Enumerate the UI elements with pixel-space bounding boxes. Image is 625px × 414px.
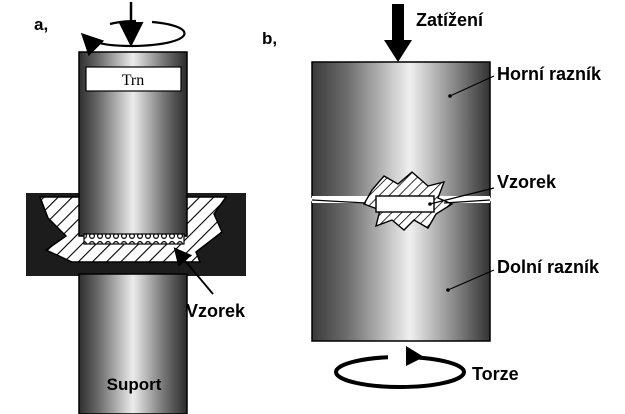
load-label: Zatížení <box>416 10 484 30</box>
sample-b-core <box>375 195 435 213</box>
sample-a-label: Vzorek <box>186 301 246 321</box>
trn-label: Trn <box>122 72 145 89</box>
gap-left-edge <box>311 199 367 204</box>
sample-a <box>83 233 185 245</box>
torsion-ring-gap <box>388 352 406 364</box>
sample-b-leader <box>429 187 495 205</box>
rotation-arrow-a-back <box>109 19 137 26</box>
panel-a-label: a, <box>34 15 48 34</box>
upper-anvil-label: Horní razník <box>497 64 602 84</box>
lower-anvil-leader-dot <box>446 288 450 292</box>
upper-anvil-leader-dot <box>448 94 452 98</box>
torsion-arrowhead <box>406 346 424 366</box>
lower-anvil-leader <box>447 269 495 291</box>
torsion-label: Torze <box>472 364 519 384</box>
support <box>78 273 188 414</box>
sample-b-leader-dot <box>428 202 432 206</box>
support-label: Suport <box>107 375 162 394</box>
panel-b-label: b, <box>262 29 277 48</box>
upper-anvil-leader <box>449 75 495 97</box>
load-arrow-b <box>384 4 412 62</box>
sample-a-leader <box>173 247 214 295</box>
upper-anvil <box>311 61 491 198</box>
gap-right-edge <box>443 199 491 204</box>
mandrel-label-box <box>85 66 182 92</box>
sample-b-label: Vzorek <box>497 172 557 192</box>
lower-anvil-label: Dolní razník <box>497 257 600 277</box>
rotation-arrow-a <box>80 20 186 57</box>
panel-a: a, Trn Suport Vzorek <box>26 2 246 414</box>
panel-b: b, Zatížení Horní razník Vzorek Dolní ra… <box>262 4 602 389</box>
